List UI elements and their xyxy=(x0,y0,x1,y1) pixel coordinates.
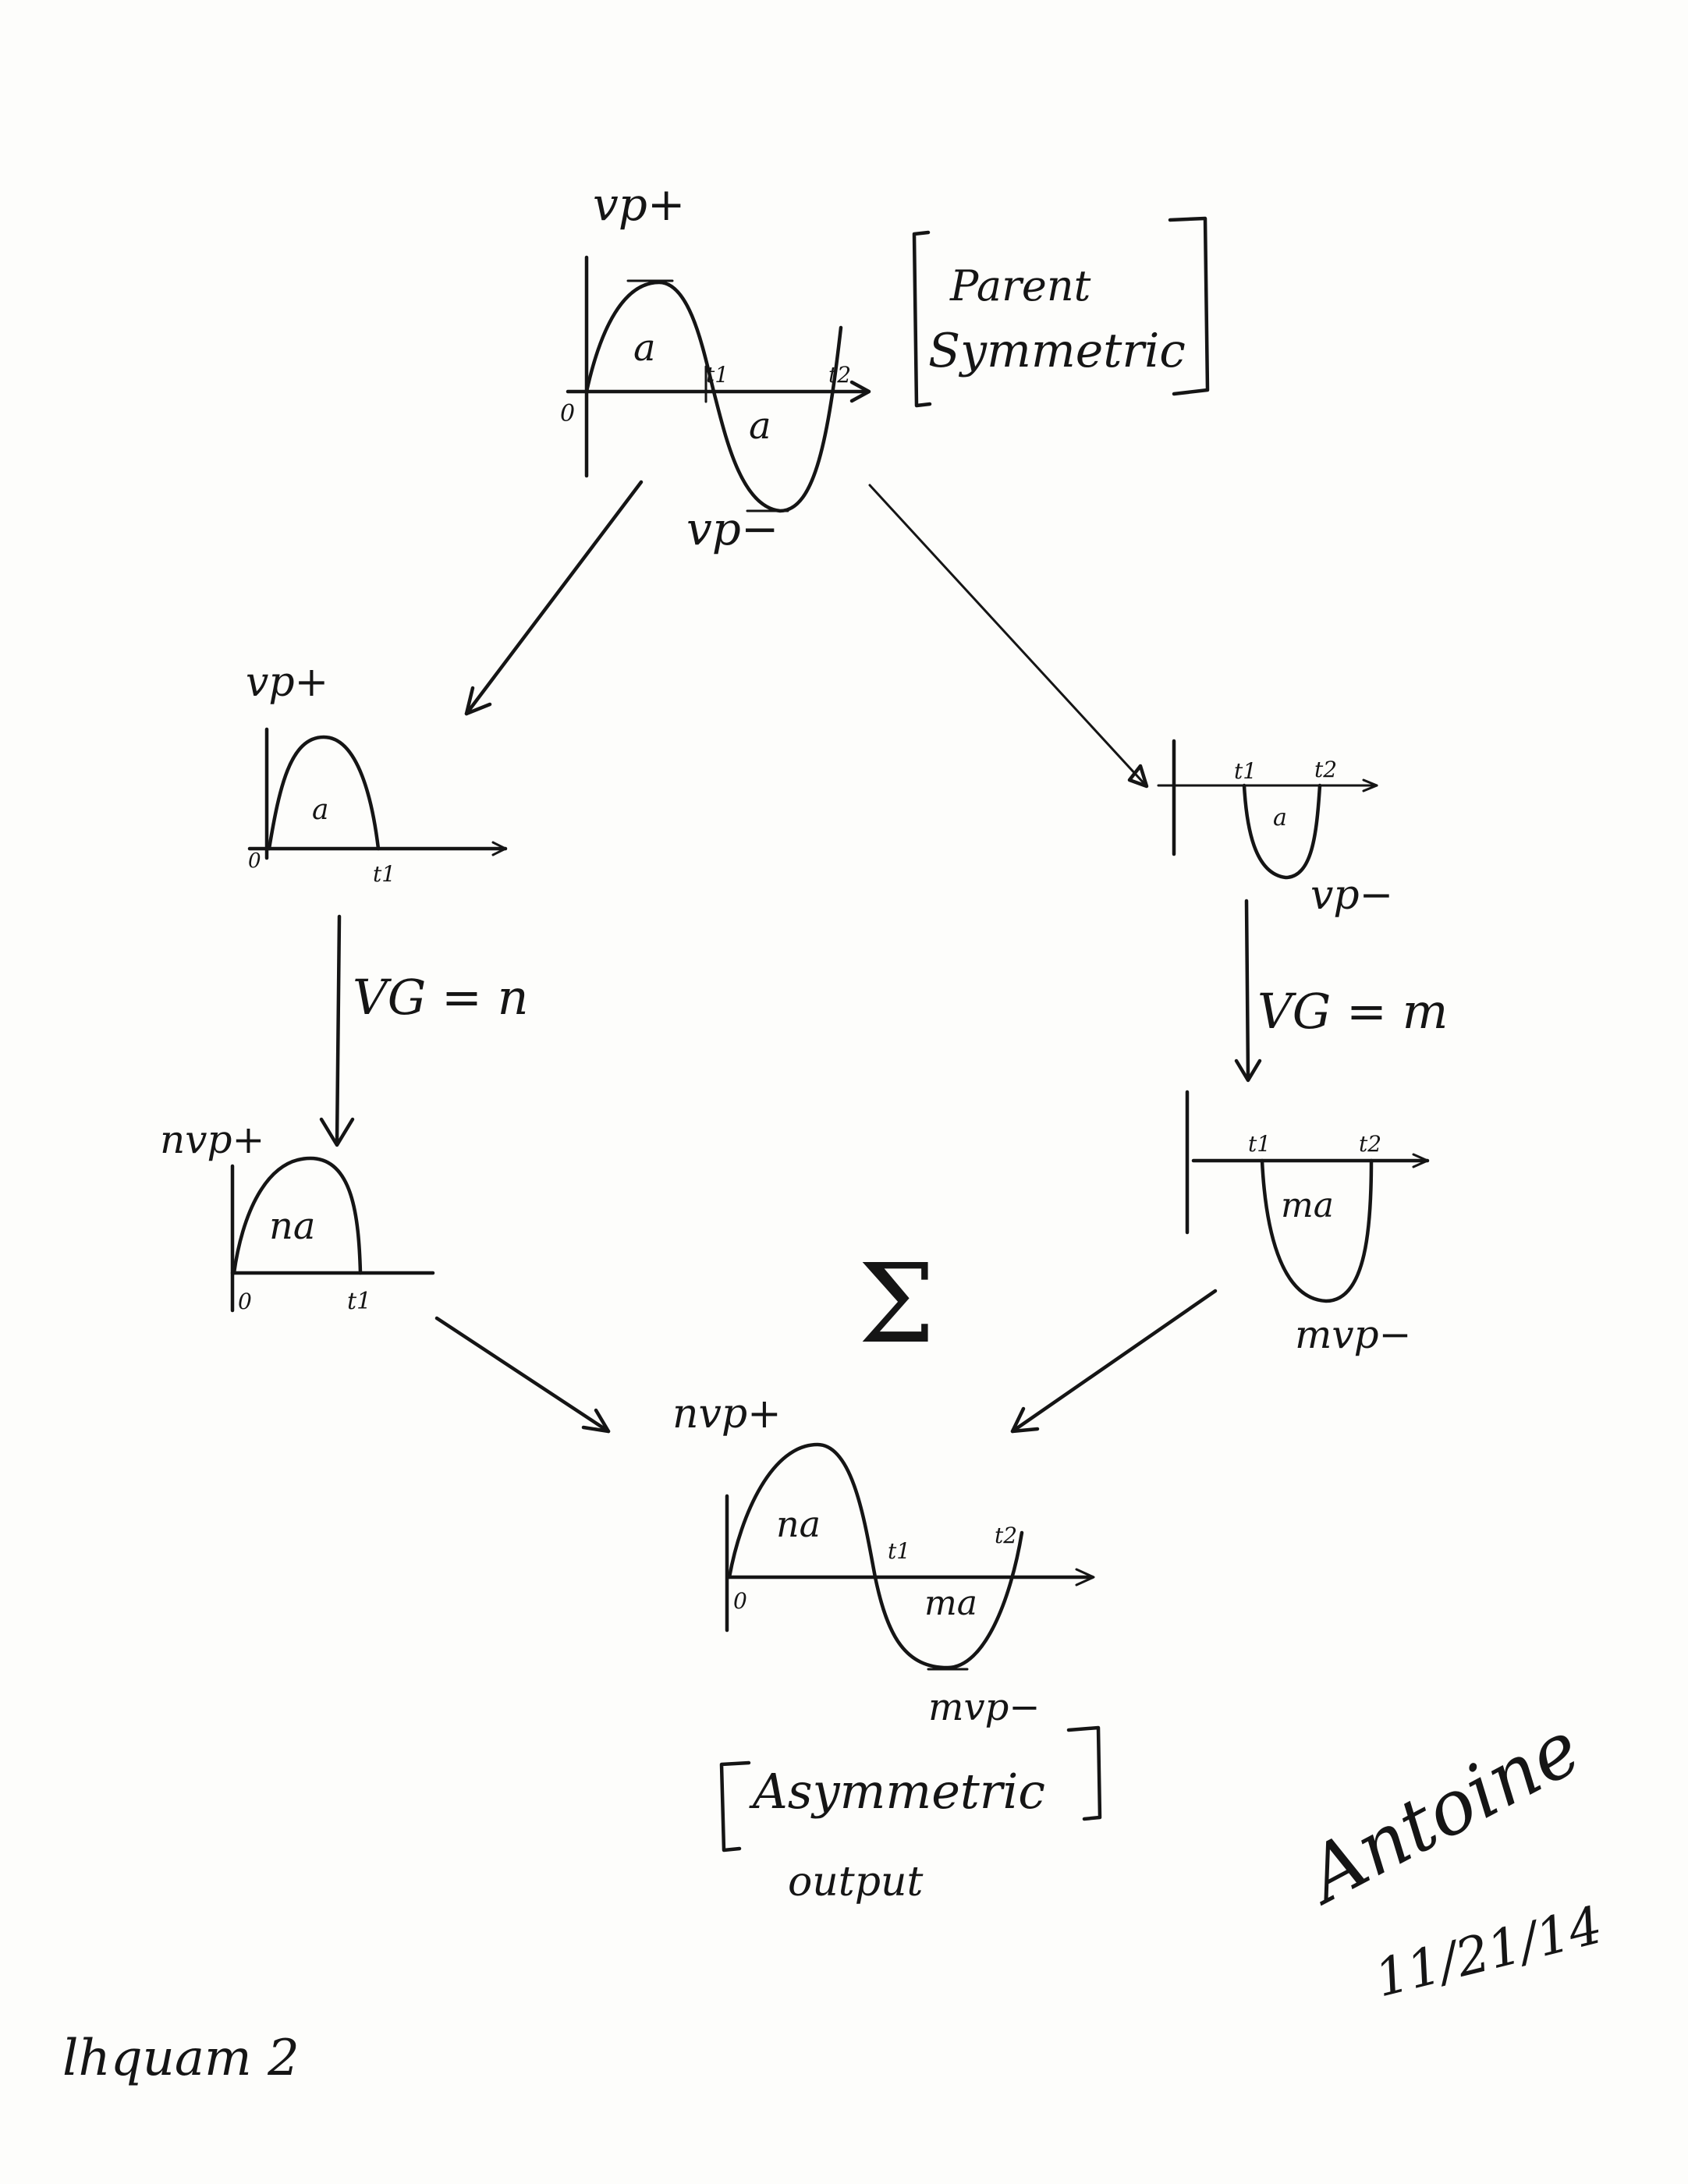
left-gain-arrow: VG = n xyxy=(319,914,529,1147)
output-origin-label: 0 xyxy=(733,1588,747,1614)
signature: Antoine xyxy=(1288,1704,1594,1922)
parent-peak-label: vp+ xyxy=(593,178,686,231)
left-half-wave-curve xyxy=(267,735,381,851)
left-area-label: a xyxy=(312,794,328,826)
parent-wave-graph: vp+ a a 0 t1 t2 vp− xyxy=(560,178,871,555)
right-x-arrowhead xyxy=(1362,778,1378,792)
output-sine-curve xyxy=(727,1442,1024,1670)
left-gain-label: VG = n xyxy=(353,969,529,1026)
right-scaled-t1-label: t1 xyxy=(1248,1131,1271,1157)
parent-sine-curve xyxy=(584,280,843,513)
right-trough-label: vp− xyxy=(1310,872,1393,919)
parent-area-neg-label: a xyxy=(749,404,771,448)
parent-note-right-bracket xyxy=(1168,216,1210,396)
right-scaled-t2-label: t2 xyxy=(1359,1131,1381,1157)
parent-note-line1: Parent xyxy=(949,261,1091,310)
sum-symbol: Σ xyxy=(858,1241,935,1368)
left-scaled-wave-graph: nvp+ na 0 t1 xyxy=(160,1117,435,1315)
parent-t1-label: t1 xyxy=(706,362,729,388)
right-half-wave-graph: t1 t2 a vp− xyxy=(1157,739,1393,919)
right-scaled-wave-graph: t1 t2 ma mvp− xyxy=(1185,1090,1430,1357)
output-t1-label: t1 xyxy=(888,1538,910,1564)
left-peak-label: vp+ xyxy=(246,659,328,706)
parent-origin-label: 0 xyxy=(560,400,575,427)
parent-note: Parent Symmetric xyxy=(912,216,1210,408)
left-origin-label: 0 xyxy=(248,849,261,873)
output-area-neg-label: ma xyxy=(924,1583,977,1623)
left-scaled-curve xyxy=(232,1156,363,1275)
right-half-wave-curve xyxy=(1242,783,1322,880)
parent-note-left-bracket xyxy=(912,230,932,408)
output-note-line1: Asymmetric xyxy=(749,1763,1045,1820)
parent-x-arrowhead xyxy=(849,380,871,403)
left-half-wave-graph: vp+ a 0 t1 xyxy=(246,659,508,887)
right-scaled-area-label: ma xyxy=(1281,1186,1334,1225)
parent-t2-label: t2 xyxy=(828,362,851,388)
right-scaled-trough-label: mvp− xyxy=(1295,1312,1412,1357)
right-scaled-x-arrowhead xyxy=(1412,1153,1429,1168)
right-t2-label: t2 xyxy=(1314,757,1337,782)
parent-trough-label: vp− xyxy=(686,502,779,555)
output-trough-label: mvp− xyxy=(928,1686,1041,1729)
right-scaled-curve xyxy=(1260,1158,1374,1303)
date-label: 11/21/14 xyxy=(1369,1895,1608,2008)
right-gain-arrow: VG = m xyxy=(1234,899,1448,1083)
left-scaled-peak-label: nvp+ xyxy=(160,1117,264,1162)
right-t1-label: t1 xyxy=(1234,758,1257,784)
left-x-arrowhead xyxy=(491,841,507,856)
output-note-left-bracket xyxy=(719,1760,751,1852)
left-scaled-origin-label: 0 xyxy=(238,1289,252,1314)
output-wave-graph: nvp+ na ma 0 t1 t2 mvp− xyxy=(672,1391,1095,1729)
output-peak-label: nvp+ xyxy=(672,1391,782,1438)
output-note-right-bracket xyxy=(1066,1725,1102,1821)
arrow-right-to-output xyxy=(1010,1289,1218,1434)
parent-note-line2: Symmetric xyxy=(928,324,1186,378)
output-area-pos-label: na xyxy=(776,1503,821,1545)
left-t1-label: t1 xyxy=(373,861,395,887)
output-note: Asymmetric output xyxy=(719,1725,1102,1906)
left-scaled-area-label: na xyxy=(269,1204,316,1248)
footer-label: lhquam 2 xyxy=(62,2030,300,2087)
right-area-label: a xyxy=(1273,804,1287,831)
arrow-left-to-output xyxy=(434,1316,611,1434)
arrow-parent-to-left xyxy=(464,480,644,716)
arrow-parent-to-right xyxy=(868,484,1149,789)
output-x-arrowhead xyxy=(1075,1568,1095,1587)
right-gain-label: VG = m xyxy=(1257,983,1448,1040)
output-t2-label: t2 xyxy=(995,1523,1017,1548)
left-scaled-t1-label: t1 xyxy=(347,1288,371,1315)
output-note-line2: output xyxy=(788,1859,923,1906)
parent-area-pos-label: a xyxy=(633,326,656,370)
